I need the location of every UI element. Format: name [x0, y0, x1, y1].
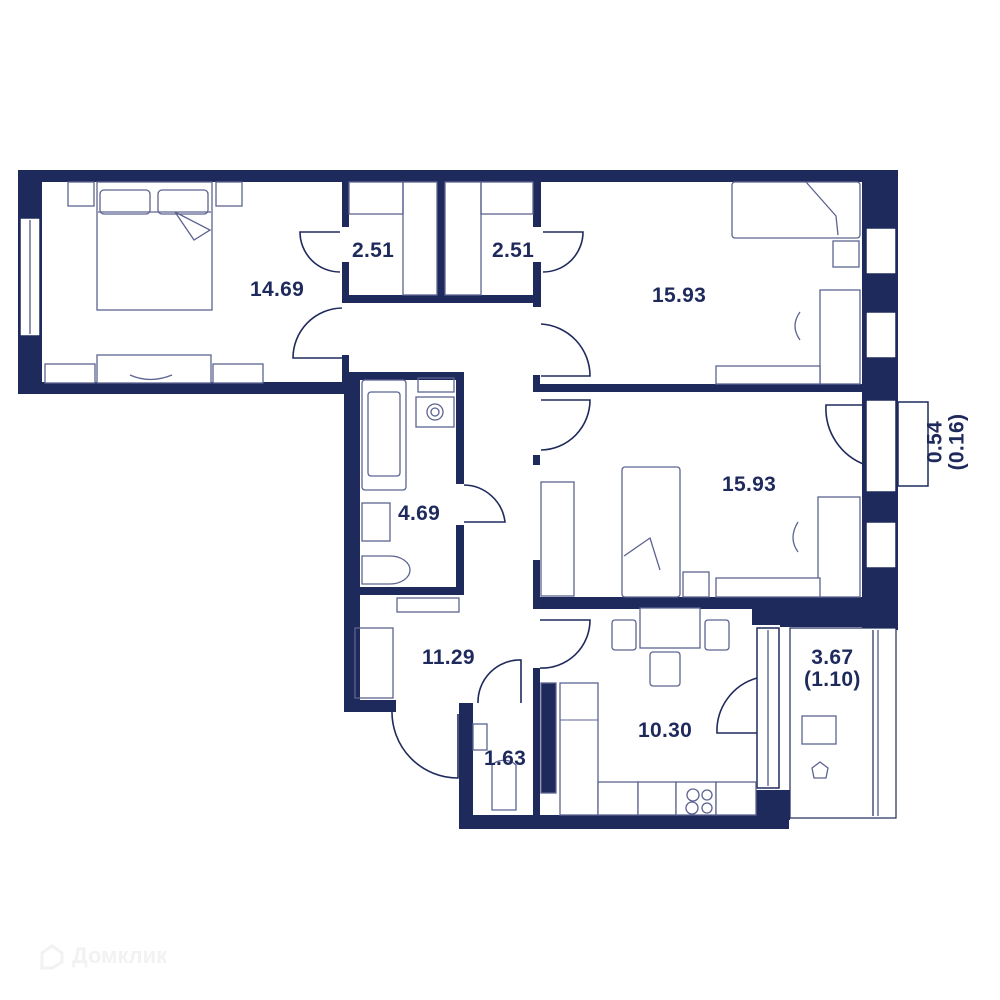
loggia-area: 3.67: [811, 646, 854, 669]
room-area-hallway: 11.29: [422, 646, 475, 669]
room-area-bedroom-2: 15.93: [652, 284, 707, 307]
room-area-closet-2: 2.51: [492, 239, 535, 262]
loggia-coef-area: (1.10): [804, 668, 861, 692]
house-logo-icon: [40, 944, 64, 970]
doors: [292, 231, 867, 779]
room-area-loggia: 3.67 (1.10): [804, 646, 861, 692]
room-area-bedroom-1: 14.69: [250, 278, 305, 301]
room-area-bedroom-3: 15.93: [722, 473, 777, 496]
room-area-bathroom: 4.69: [398, 502, 441, 525]
balcony-area: 0.54: [923, 421, 947, 464]
room-area-kitchen: 10.30: [638, 719, 693, 742]
windows: [19, 217, 929, 819]
room-area-closet-1: 2.51: [352, 239, 395, 262]
room-area-balcony: 0.54 (0.16): [923, 413, 969, 471]
walls: [18, 170, 898, 829]
furniture: [44, 181, 861, 816]
watermark-text: Домклик: [72, 943, 168, 968]
watermark: Домклик: [38, 942, 167, 970]
room-area-toilet: 1.63: [484, 747, 527, 770]
balcony-coef-area: (0.16): [945, 413, 969, 471]
